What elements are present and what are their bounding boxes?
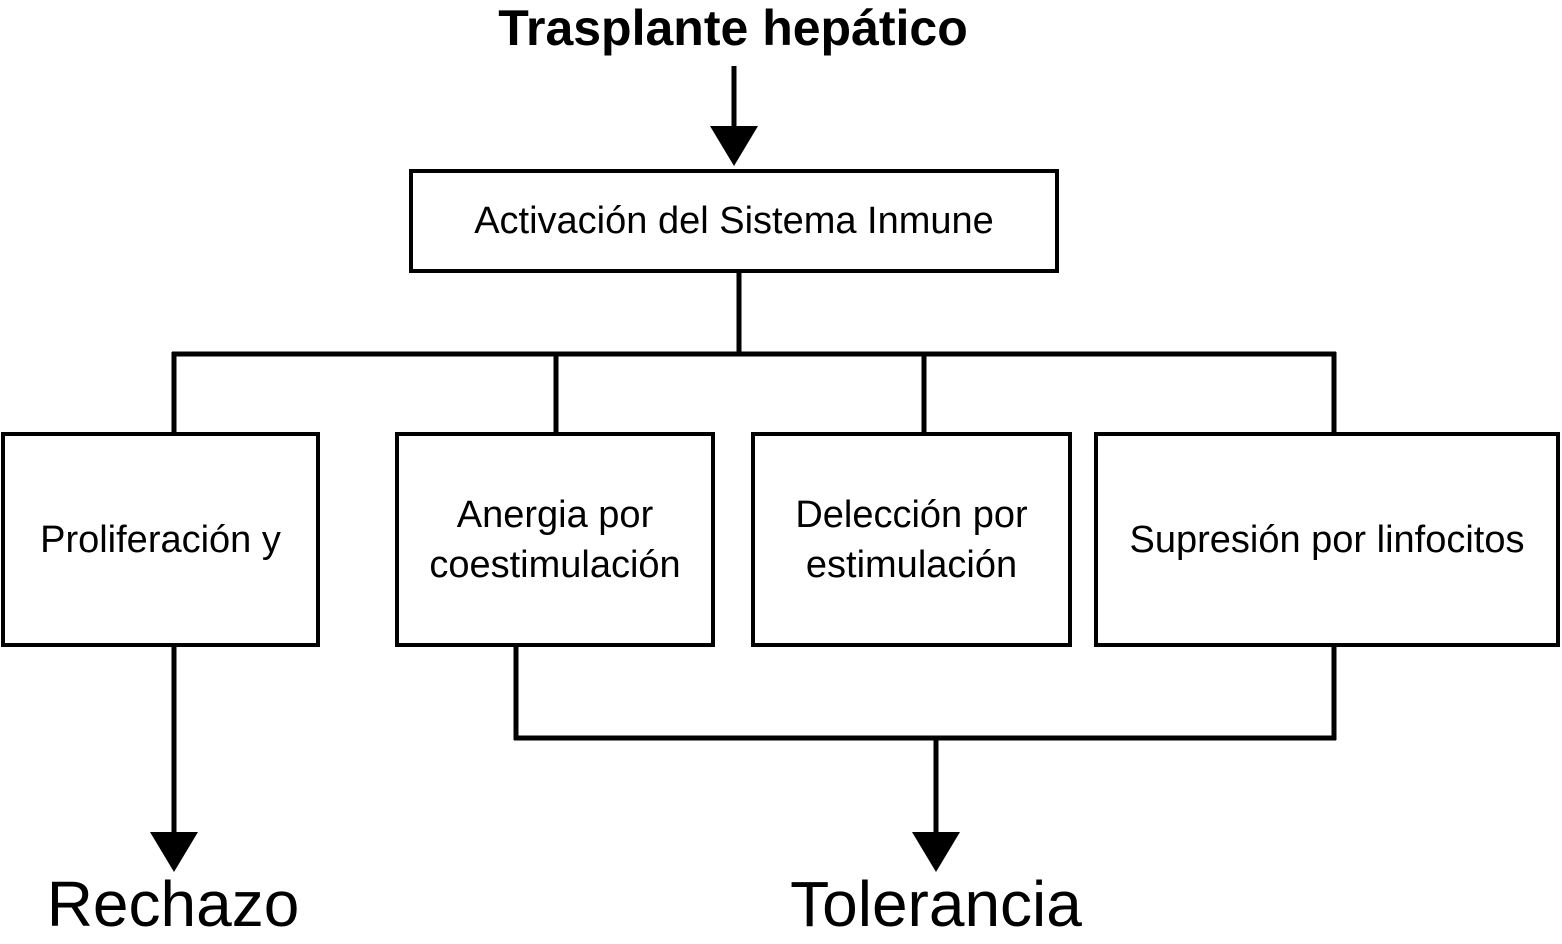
suppression-box: Supresión por linfocitos	[1094, 432, 1560, 647]
tolerance-arrow-head	[912, 832, 960, 872]
proliferation-box: Proliferación y	[1, 432, 320, 647]
diagram-title: Trasplante hepático	[498, 0, 968, 56]
immune-activation-box: Activación del Sistema Inmune	[409, 169, 1059, 273]
rejection-outcome: Rechazo	[46, 868, 300, 940]
tolerance-outcome: Tolerancia	[790, 868, 1082, 940]
title-arrow-head	[710, 126, 758, 166]
rejection-arrow-head	[150, 832, 198, 872]
deletion-box: Delección por estimulación	[751, 432, 1072, 647]
anergy-box: Anergia por coestimulación	[395, 432, 715, 647]
